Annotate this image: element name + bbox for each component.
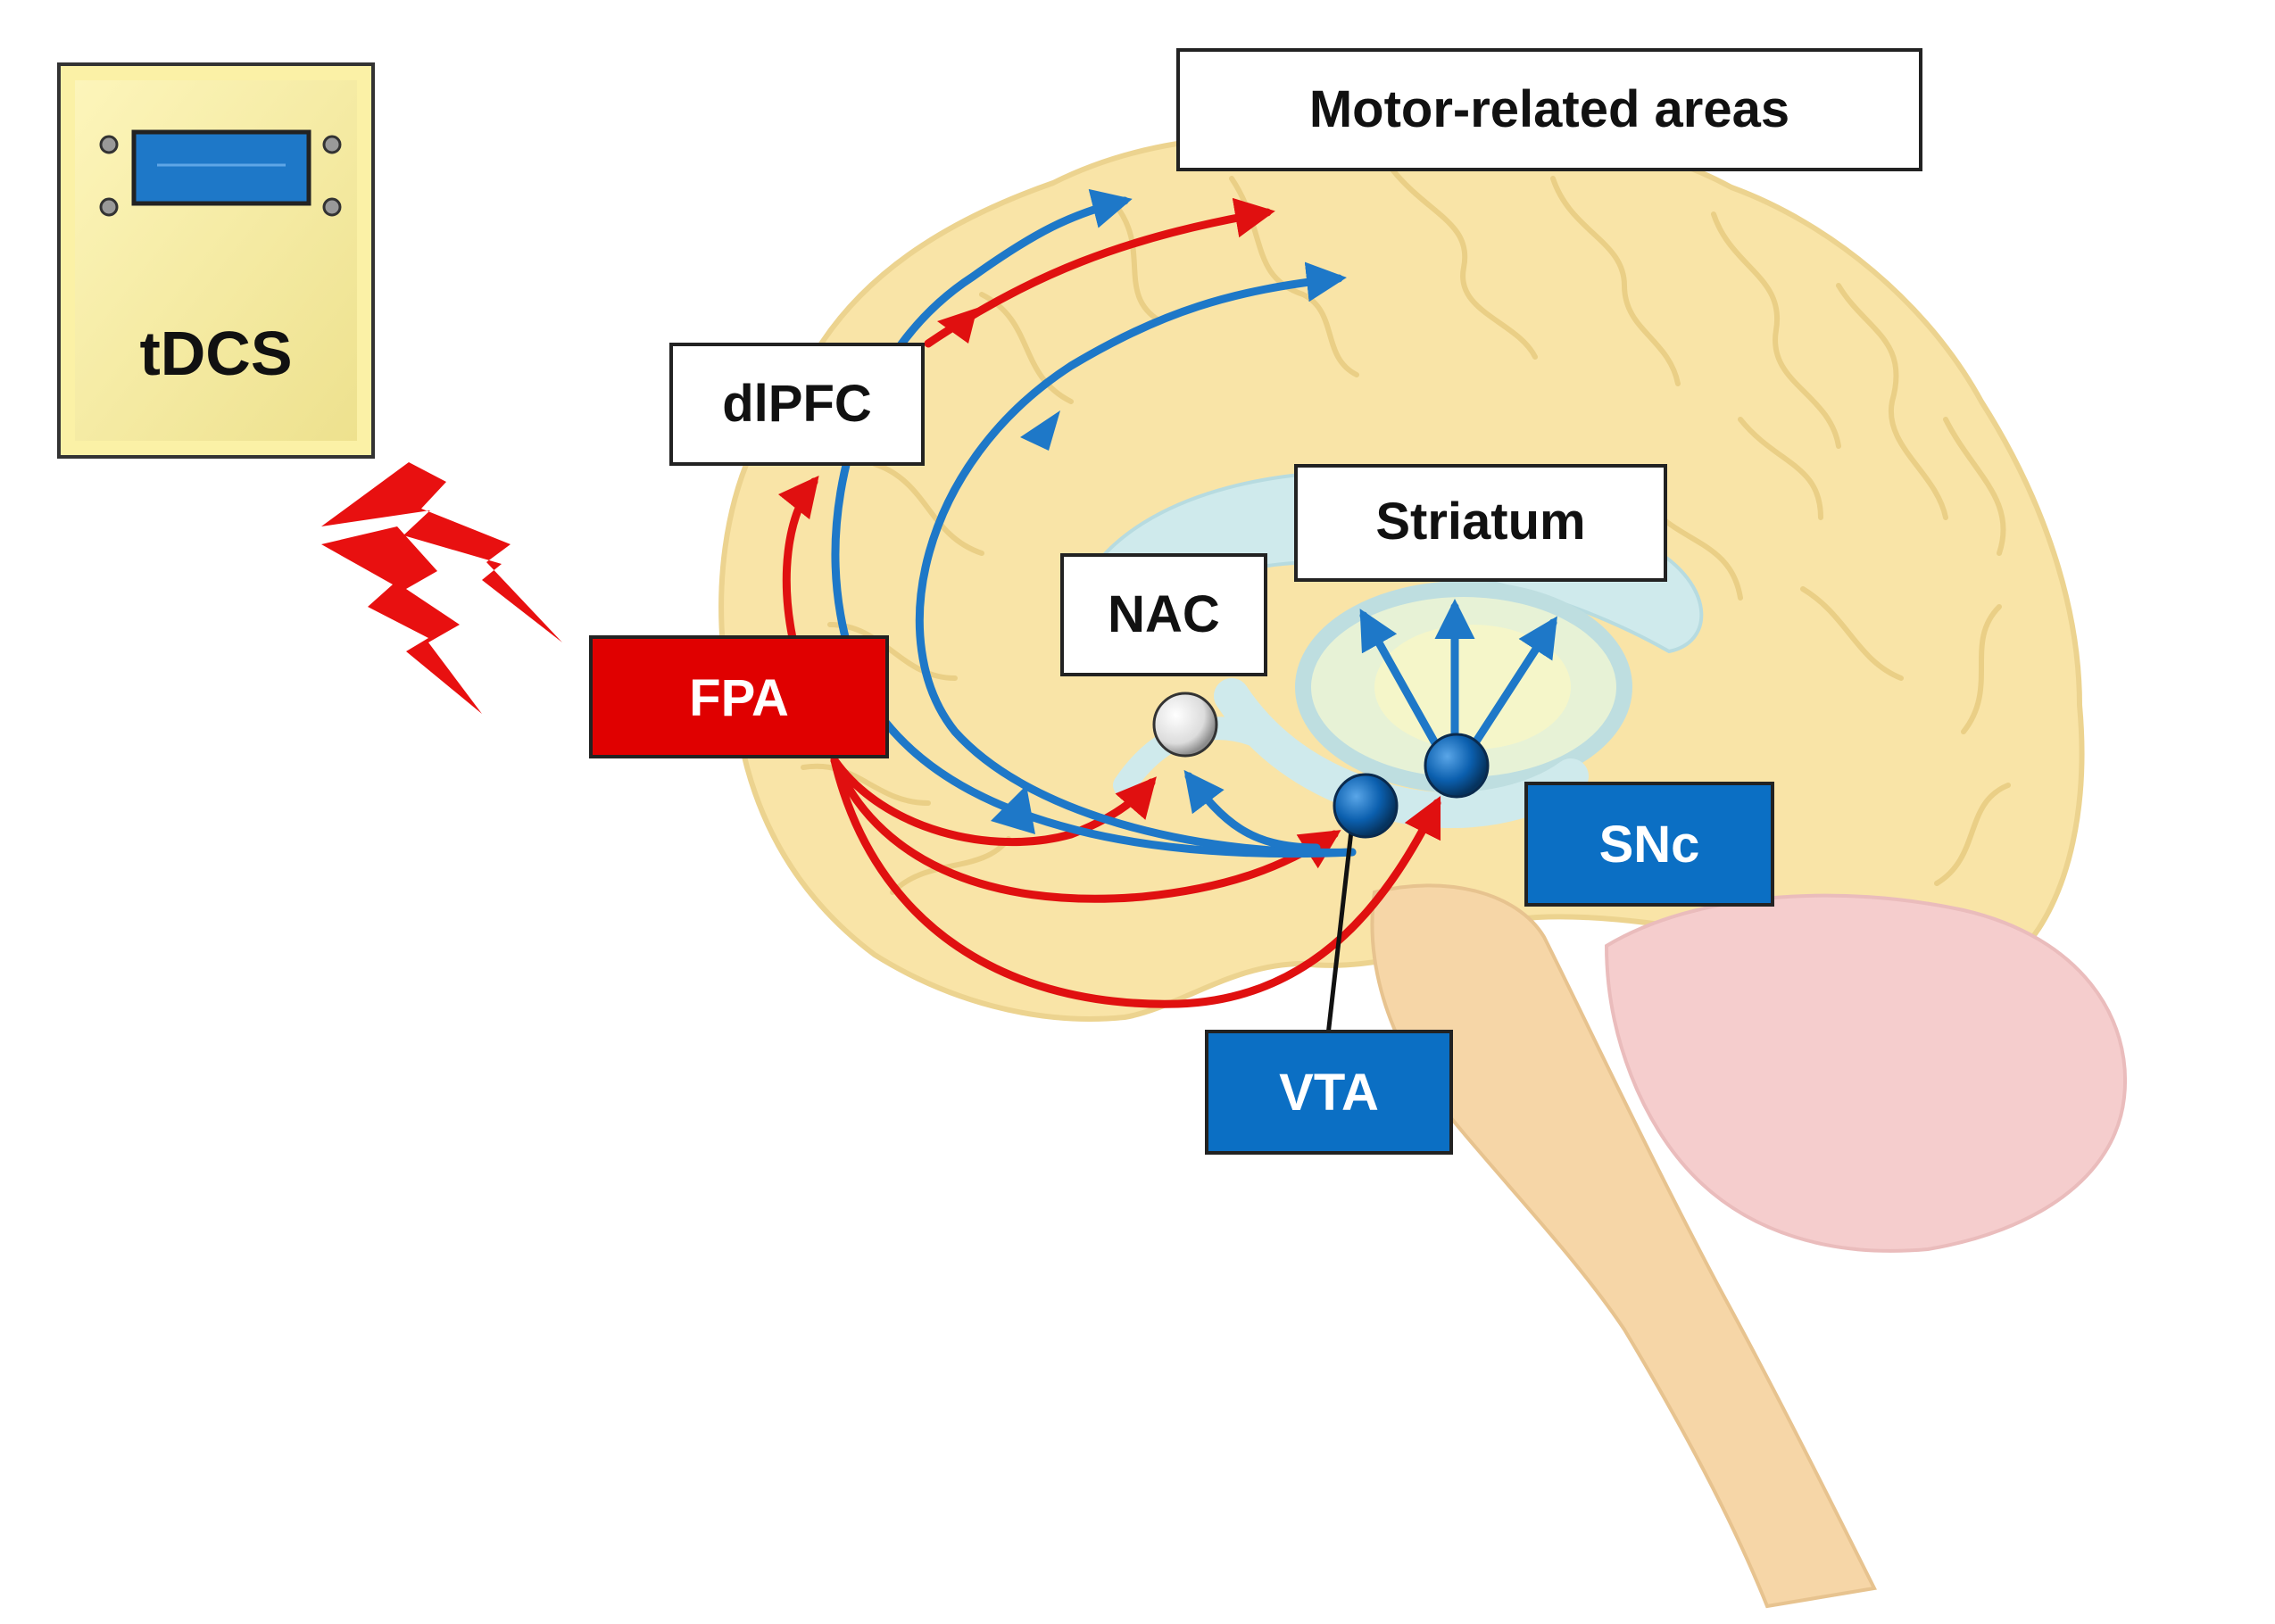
device-knob-icon <box>322 135 342 154</box>
fpa-to-vta-arrow <box>830 756 1341 903</box>
lightning-bolt-icon <box>321 462 562 642</box>
tdcs-device: tDCS <box>57 62 375 459</box>
svg-text:Motor-related areas: Motor-related areas <box>1309 80 1789 138</box>
snc-node <box>1424 733 1490 799</box>
gyri <box>801 167 2011 895</box>
svg-text:FPA: FPA <box>689 669 789 727</box>
label-striatum: Striatum <box>1294 464 1667 582</box>
lightning-bolt-icon <box>321 526 482 714</box>
fpa-to-snc-arrow <box>830 756 1441 1008</box>
vta-to-nac-arrow <box>1183 769 1321 852</box>
blue-mid-arrowhead <box>991 785 1035 834</box>
label-motor: Motor-related areas <box>1176 48 1922 171</box>
red-mid-arrowhead <box>937 308 977 344</box>
vta-node <box>1333 773 1399 839</box>
label-nac: NAC <box>1060 553 1267 676</box>
label-vta: VTA <box>1205 1030 1453 1155</box>
blue-pathways <box>831 188 1557 858</box>
device-knob-icon <box>99 197 119 217</box>
label-fpa: FPA <box>589 635 889 758</box>
fpa-to-dlpfc-arrow <box>777 475 819 642</box>
nac-node <box>1152 692 1218 758</box>
mid-arrowheads <box>937 308 1060 834</box>
device-knob-icon <box>322 197 342 217</box>
device-screen <box>131 129 311 206</box>
fpa-to-nac-arrow <box>830 756 1157 847</box>
cerebellum <box>1604 893 2127 1253</box>
vta-to-motor-arrow-outer <box>831 188 1357 858</box>
device-knob-icon <box>99 135 119 154</box>
svg-text:NAC: NAC <box>1108 585 1220 643</box>
snc-to-striatum-arrow-right <box>1466 616 1557 754</box>
vta-connector-line <box>1325 807 1357 1036</box>
svg-text:Striatum: Striatum <box>1375 493 1585 551</box>
snc-to-striatum-arrow-left <box>1359 609 1443 754</box>
vta-to-motor-arrow-inner <box>915 261 1357 857</box>
blue-mid-arrowhead <box>1020 410 1060 451</box>
brain-illustration <box>718 131 2127 1609</box>
label-snc: SNc <box>1524 782 1774 907</box>
label-dlpfc: dlPFC <box>669 343 925 466</box>
device-label: tDCS <box>139 319 292 388</box>
stimulation-bolts <box>321 462 562 714</box>
svg-text:VTA: VTA <box>1279 1064 1379 1122</box>
svg-text:SNc: SNc <box>1599 816 1700 874</box>
svg-text:dlPFC: dlPFC <box>722 375 872 433</box>
